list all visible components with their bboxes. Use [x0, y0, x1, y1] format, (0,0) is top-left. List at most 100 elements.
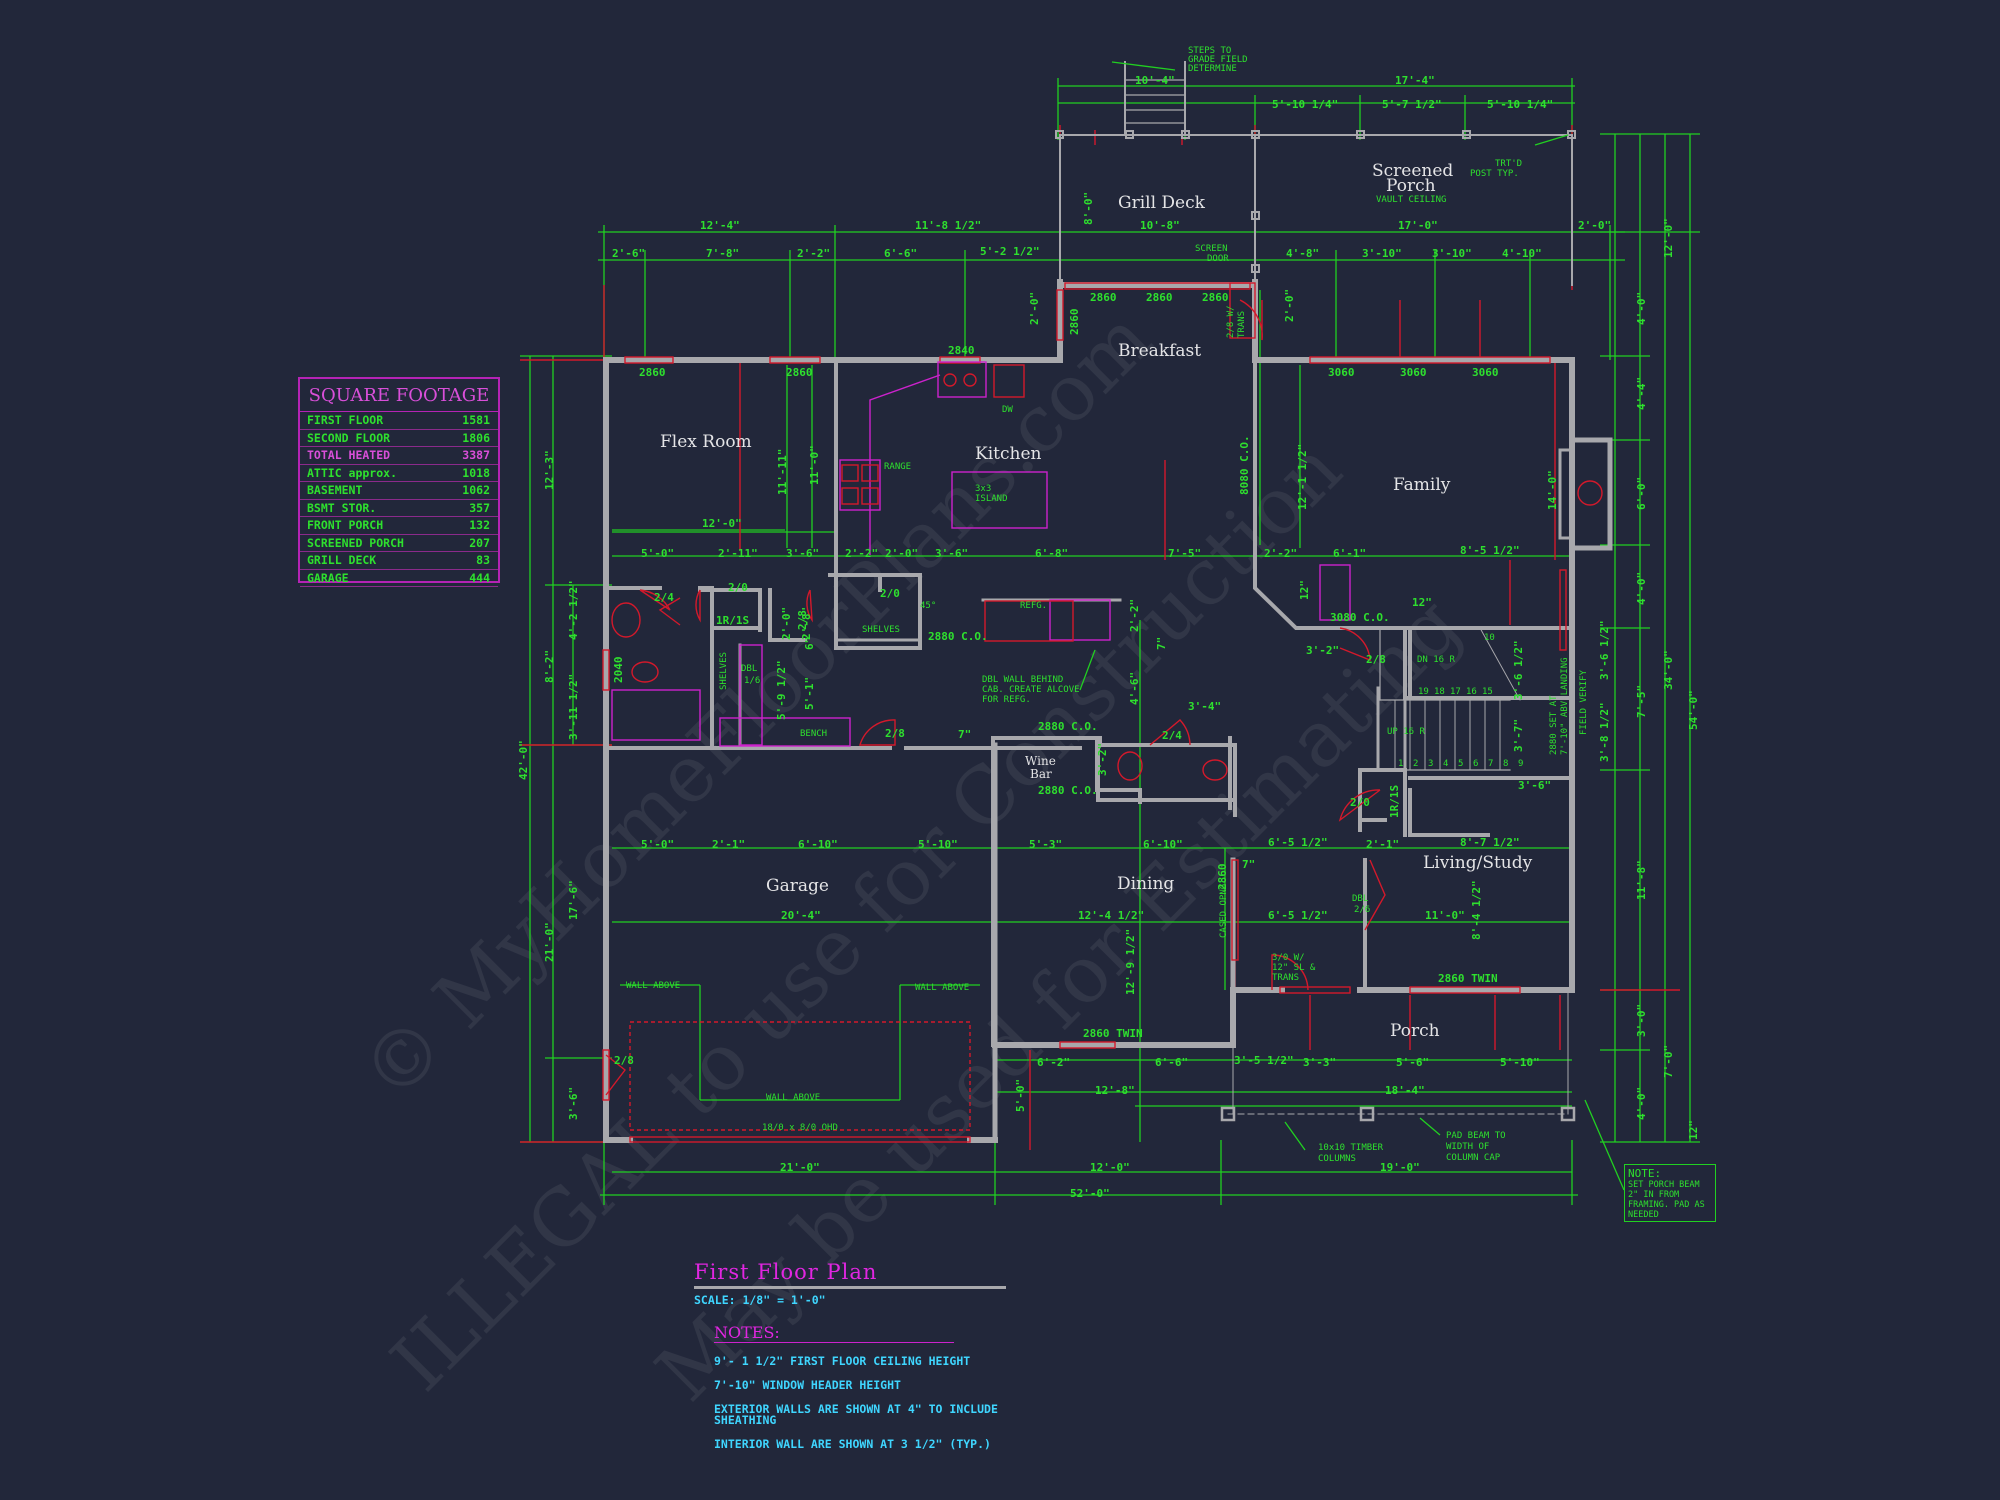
callout-pad-3: COLUMN CAP	[1446, 1153, 1501, 1163]
stair-tread-number: 6	[1473, 759, 1478, 769]
dim-r-12in: 12"	[1687, 1120, 1700, 1140]
dim-st-3-7: 3'-7"	[1512, 719, 1525, 752]
dim-b-12-8: 12'-8"	[1095, 1084, 1135, 1097]
dim-win-flex-b: 2860	[786, 366, 813, 379]
dim-porch-b: 5'-7 1/2"	[1382, 98, 1442, 111]
square-footage-value: 1018	[462, 465, 490, 480]
stair-tread-number: 18	[1434, 687, 1445, 697]
stair-tread-number: 3	[1428, 759, 1433, 769]
deck-stairs	[1055, 61, 1576, 273]
dim-flex-11-11: 11'-11"	[776, 449, 789, 495]
callout-dbl-wall: DBL WALL BEHIND	[982, 675, 1063, 685]
dim-st-12: 12"	[1412, 596, 1432, 609]
dim-r-4-0b: 4'-0"	[1635, 572, 1648, 605]
porch-note-title: NOTE:	[1628, 1167, 1662, 1180]
dim-bath-2-8: 2'-8"	[800, 607, 813, 640]
dim-fam-14-0: 14'-0"	[1546, 470, 1559, 510]
dim-l-8-4: 8'-4 1/2"	[1470, 880, 1483, 940]
dim-w-3-2: 3'-2"	[1096, 743, 1109, 776]
dim-porch-c: 5'-10 1/4"	[1487, 98, 1553, 111]
room-porch: Porch	[1390, 1021, 1440, 1041]
dim-d-5-3: 5'-3"	[1029, 838, 1062, 851]
room-screened-porch-2: Porch	[1386, 176, 1436, 196]
dim-p-5-0: 5'-0"	[1014, 1079, 1027, 1112]
callout-cased-opening: CASED OPNG	[1219, 884, 1229, 938]
dim-g-5-10: 5'-10"	[918, 838, 958, 851]
dim-flex-12-3: 12'-3"	[543, 450, 556, 490]
callout-screen-door-2: DOOR	[1207, 254, 1229, 264]
refrigerator	[1049, 599, 1111, 641]
dim-g-5-0: 5'-0"	[641, 838, 674, 851]
door-2-8-g: 2/8	[614, 1054, 634, 1067]
dim-mid-6-1: 6'-1"	[1333, 547, 1366, 560]
callout-garage-door: 18/0 x 8/0 OHD	[762, 1123, 838, 1133]
door-2-8-s: 2/8	[1366, 653, 1386, 666]
door-2860-v: 2860	[1216, 864, 1229, 891]
callouts: STEPS TO GRADE FIELD DETERMINE TRT'D POS…	[626, 46, 1589, 1164]
square-footage-label: BASEMENT	[307, 483, 363, 497]
dim-b-12-0: 12'-0"	[1090, 1161, 1130, 1174]
dim-b-6-6: 6'-6"	[1155, 1056, 1188, 1069]
toilet	[611, 602, 641, 638]
dim-bath-5-1: 5'-1"	[803, 677, 816, 710]
callout-island-2: ISLAND	[975, 494, 1008, 504]
dim-win-3060-b: 3060	[1400, 366, 1427, 379]
square-footage-row: BSMT STOR.357	[300, 500, 498, 517]
callout-timber-2: COLUMNS	[1318, 1154, 1356, 1164]
title-block: First Floor Plan SCALE: 1/8" = 1'-0" NOT…	[694, 1260, 1054, 1450]
callout-twin-living: 2860 TWIN	[1438, 972, 1498, 985]
stair-tread-number: 7	[1488, 759, 1493, 769]
dim-r-4-4: 4'-4"	[1635, 377, 1648, 410]
plan-note: 7'-10" WINDOW HEADER HEIGHT	[714, 1378, 901, 1392]
dim-fam-12-1: 12'-1 1/2"	[1296, 444, 1309, 510]
stair-tread-number: 2	[1413, 759, 1418, 769]
plan-title: First Floor Plan	[694, 1260, 1006, 1289]
fixtures	[611, 361, 1603, 781]
porch-note-body: SET PORCH BEAM 2" IN FROM FRAMING. PAD A…	[1628, 1180, 1705, 1220]
dimension-labels: 10'-4" 17'-4" 5'-10 1/4" 5'-7 1/2" 5'-10…	[517, 74, 1700, 1200]
stair-down-label: DN 16 R	[1417, 655, 1456, 665]
callout-landing-2: 7'-10" ABV LANDING	[1560, 657, 1570, 755]
dim-b-21-0: 21'-0"	[780, 1161, 820, 1174]
stair-tread-number: 15	[1482, 687, 1493, 697]
dim-bath-7: 7"	[958, 728, 971, 741]
stair-tread-number: 17	[1450, 687, 1461, 697]
square-footage-value: 444	[469, 570, 490, 585]
callout-dbl-wall-2: CAB. CREATE ALCOVE	[982, 685, 1080, 695]
dim-fam-4-8: 4'-8"	[1286, 247, 1319, 260]
callout-front-door-2: 12" SL &	[1272, 963, 1316, 973]
plan-note: INTERIOR WALL ARE SHOWN AT 3 1/2" (TYP.)	[714, 1437, 991, 1451]
dim-porch-total: 17'-4"	[1395, 74, 1435, 87]
callout-twin-dining: 2860 TWIN	[1083, 1027, 1143, 1040]
dim-st-3-2: 3'-2"	[1306, 644, 1339, 657]
dim-st-3-6b: 3'-6"	[1518, 779, 1551, 792]
dim-d-7: 7"	[1242, 858, 1255, 871]
dim-mid-2-2: 2'-2"	[845, 547, 878, 560]
stair-tread-number: 19	[1418, 687, 1429, 697]
callout-dbl-wall-3: FOR REFG.	[982, 695, 1031, 705]
dim-k-7: 7"	[1155, 637, 1168, 650]
dim-st-12-v: 12"	[1298, 580, 1311, 600]
dim-r-34-0: 34'-0"	[1662, 650, 1675, 690]
dim-g-20-4: 20'-4"	[781, 909, 821, 922]
callout-dbl-2-6: DBL	[1352, 894, 1368, 904]
dim-bath-6: 6"	[803, 637, 816, 650]
dim-d-12-4: 12'-4 1/2"	[1078, 909, 1144, 922]
dim-deck-10-8: 10'-8"	[1140, 219, 1180, 232]
callout-steps-3: DETERMINE	[1188, 64, 1237, 74]
stair-up-label: UP 16 R	[1387, 727, 1426, 737]
square-footage-row: GARAGE 444	[300, 570, 498, 587]
callout-range: RANGE	[884, 462, 911, 472]
stair-tread-number: 9	[1518, 759, 1523, 769]
dim-k-2-2: 2'-2"	[1128, 599, 1141, 632]
dim-r-3-8: 3'-8 1/2"	[1598, 702, 1611, 762]
dim-l-21-0: 21'-0"	[543, 922, 556, 962]
square-footage-label: GARAGE	[307, 570, 349, 585]
dim-b-52-0: 52'-0"	[1070, 1187, 1110, 1200]
door-2-8-b: 2/8	[885, 727, 905, 740]
callout-timber: 10x10 TIMBER	[1318, 1143, 1384, 1153]
